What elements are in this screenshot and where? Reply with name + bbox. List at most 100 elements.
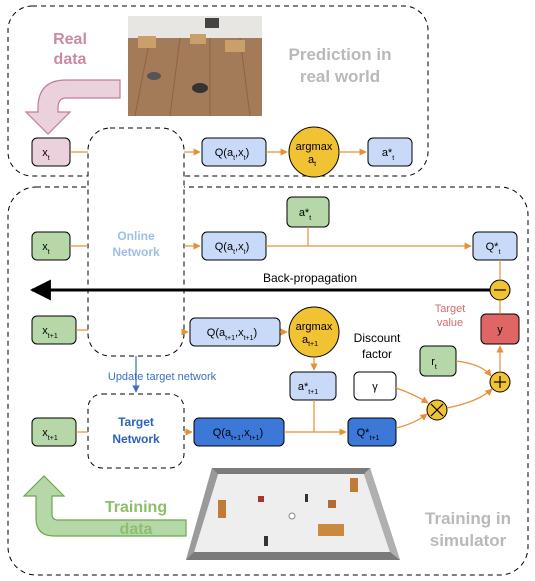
astar-t1-box — [289, 371, 337, 401]
q-row2-mid: ,x — [235, 327, 244, 339]
q-real-mid: ,x — [235, 147, 244, 159]
svg-text:Q*t+1: Q*t+1 — [357, 427, 380, 442]
qstar-t1-sub: t+1 — [369, 435, 379, 442]
svg-text:Q*t: Q*t — [486, 241, 501, 256]
qstar-t-label: Q* — [486, 241, 500, 253]
target-network-label: Target — [118, 415, 154, 429]
svg-text:a*t: a*t — [382, 147, 394, 162]
q-row3-sub1: t+1 — [231, 435, 241, 442]
qstar-t-box — [472, 231, 518, 261]
svg-text:Q(at,xt): Q(at,xt) — [215, 147, 249, 162]
training-data-label: Training — [105, 499, 167, 516]
q-row3-mid: ,x — [241, 427, 250, 439]
q-row1-end: ) — [246, 241, 250, 253]
astar-t-sub: t — [309, 215, 311, 222]
q-row3-label: Q(a — [213, 427, 232, 439]
y-label: y — [497, 324, 503, 336]
svg-text:xt+1: xt+1 — [42, 325, 58, 340]
target-network-label-2: Network — [112, 432, 160, 446]
xt1-b-label: x — [42, 427, 48, 439]
svg-text:Q(at,xt): Q(at,xt) — [215, 241, 249, 256]
simulator-panel — [7, 186, 529, 576]
real-data-arrow — [24, 79, 121, 135]
real-data-label: Real — [53, 31, 87, 48]
xt-real-label: x — [42, 147, 48, 159]
q-real-sub1: t — [233, 155, 235, 162]
svg-text:at+1: at+1 — [302, 334, 318, 348]
target-value-label: Target — [435, 303, 466, 315]
real-world-panel — [7, 5, 429, 177]
target-network-box — [87, 393, 185, 469]
svg-text:xt: xt — [42, 147, 50, 162]
argmax2-sub: a — [302, 334, 309, 346]
q-row3-end: ) — [260, 427, 264, 439]
gamma-box — [353, 371, 397, 401]
qstar-t-sub: t — [498, 249, 500, 256]
q-row3-sub2: t+1 — [250, 435, 260, 442]
argmax-real-sub: a — [308, 154, 315, 166]
xt1-b-sub: t+1 — [48, 435, 58, 442]
edge-times-plus — [446, 388, 493, 409]
q-row1-sub2: t — [244, 249, 246, 256]
training-sim-label-2: simulator — [430, 531, 507, 550]
qstar-t1-box — [347, 417, 397, 447]
edge-qstar-times — [395, 413, 428, 429]
xt-label: x — [42, 241, 48, 253]
training-data-label-2: data — [120, 521, 153, 538]
online-network-box — [87, 127, 185, 357]
update-target-label: Update target network — [108, 371, 217, 383]
rt-sub: t — [435, 364, 437, 371]
svg-text:a*t: a*t — [299, 207, 311, 222]
simulator-render — [186, 468, 400, 560]
edge-rt-plus — [455, 360, 492, 377]
real-world-photo — [128, 16, 262, 117]
training-sim-label: Training in — [425, 509, 511, 528]
astar-real-box — [367, 137, 413, 167]
discount-label-2: factor — [362, 347, 392, 361]
astar-t-label: a* — [299, 207, 310, 219]
q-row1-mid: ,x — [235, 241, 244, 253]
q-row2-sub1: t+1 — [225, 335, 235, 342]
xt1-a-sub: t+1 — [48, 333, 58, 340]
astar-real-label: a* — [382, 147, 393, 159]
rt-box — [419, 345, 457, 377]
astar-real-sub: t — [392, 155, 394, 162]
prediction-label: Prediction in — [289, 45, 392, 64]
xt-real-box — [31, 137, 71, 167]
argmax2-subsub: t+1 — [308, 341, 318, 348]
svg-text:xt: xt — [42, 241, 50, 256]
q-row1-sub1: t — [233, 249, 235, 256]
svg-text:Q(at+1,xt+1): Q(at+1,xt+1) — [207, 327, 257, 342]
svg-text:Q(at+1,xt+1): Q(at+1,xt+1) — [213, 427, 263, 442]
training-data-arrow — [22, 475, 187, 537]
edge-gamma-times — [395, 387, 429, 404]
argmax-real-label: argmax — [296, 141, 333, 153]
real-data-label-2: data — [54, 51, 87, 68]
q-row1-label: Q(a — [215, 241, 234, 253]
svg-text:xt+1: xt+1 — [42, 427, 58, 442]
prediction-label-2: real world — [300, 67, 380, 86]
argmax2-label: argmax — [296, 321, 333, 333]
q-row2-sub2: t+1 — [244, 335, 254, 342]
q-real-sub2: t — [244, 155, 246, 162]
astar-t1-sub: t+1 — [308, 389, 318, 396]
rt-label: r — [431, 356, 435, 368]
svg-text:at: at — [308, 154, 316, 168]
gamma-label: γ — [372, 381, 378, 393]
online-network-label: Online — [117, 229, 155, 243]
xt-sub: t — [48, 249, 50, 256]
svg-text:rt: rt — [431, 356, 437, 371]
backprop-label: Back-propagation — [263, 271, 357, 285]
svg-text:a*t+1: a*t+1 — [298, 381, 318, 396]
xt-real-sub: t — [48, 155, 50, 162]
target-value-label-2: value — [437, 317, 463, 329]
xt-box — [31, 231, 71, 261]
online-network-label-2: Network — [112, 245, 160, 259]
argmax-real-subsub: t — [314, 161, 316, 168]
q-row2-label: Q(a — [207, 327, 226, 339]
xt1-a-label: x — [42, 325, 48, 337]
q-row2-end: ) — [254, 327, 258, 339]
qstar-t1-label: Q* — [357, 427, 371, 439]
q-real-label: Q(a — [215, 147, 234, 159]
